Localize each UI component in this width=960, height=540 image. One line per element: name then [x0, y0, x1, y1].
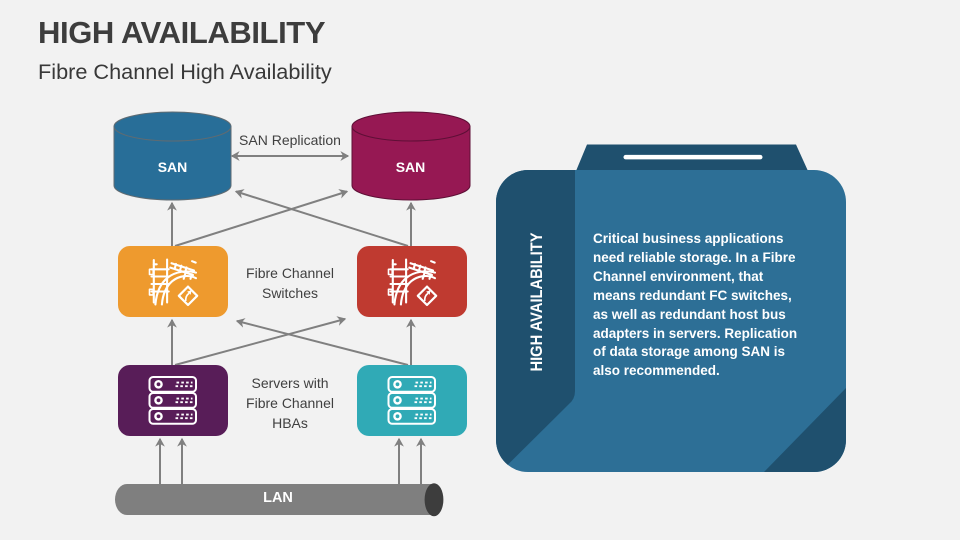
svg-text:SAN: SAN [158, 159, 188, 175]
svg-text:LAN: LAN [263, 490, 293, 506]
svg-text:SAN: SAN [396, 159, 426, 175]
svg-text:HIGH AVAILABILITY: HIGH AVAILABILITY [527, 232, 546, 372]
